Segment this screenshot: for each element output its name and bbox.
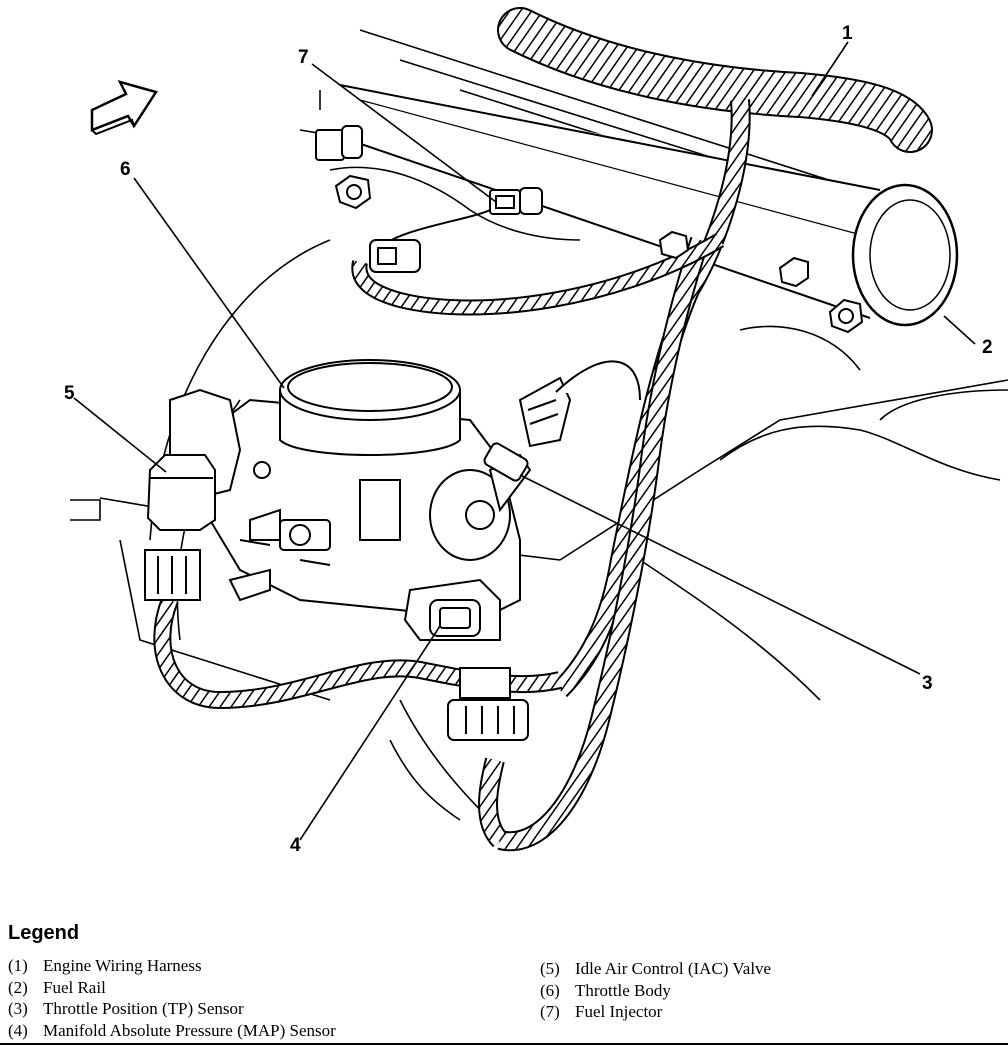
engine-component-diagram bbox=[70, 7, 1008, 852]
legend-item-label: Idle Air Control (IAC) Valve bbox=[575, 959, 772, 978]
legend-title: Legend bbox=[8, 922, 80, 944]
engine-wiring-harness bbox=[153, 7, 933, 852]
fuel-rail bbox=[319, 80, 959, 327]
legend-item-number: (1) bbox=[8, 956, 28, 975]
legend-item: (4) Manifold Absolute Pressure (MAP) Sens… bbox=[8, 1020, 336, 1042]
direction-arrow bbox=[90, 80, 158, 136]
legend-item-label: Manifold Absolute Pressure (MAP) Sensor bbox=[43, 1020, 336, 1040]
legend-item: (3) Throttle Position (TP) Sensor bbox=[8, 998, 336, 1020]
legend-item-label: Fuel Injector bbox=[575, 1002, 663, 1021]
bolt-heads bbox=[334, 174, 864, 334]
callout-label-7: 7 bbox=[298, 47, 309, 68]
legend-item-number: (6) bbox=[540, 980, 560, 1000]
callout-label-4: 4 bbox=[290, 835, 301, 856]
legend-item: (7) Fuel Injector bbox=[540, 1001, 771, 1023]
legend-item: (2) Fuel Rail bbox=[8, 977, 336, 999]
callout-leaders bbox=[73, 41, 976, 841]
legend-item-number: (7) bbox=[540, 1002, 560, 1021]
legend-item: (6) Throttle Body bbox=[540, 980, 771, 1002]
legend-item-number: (2) bbox=[8, 977, 28, 997]
callout-label-5: 5 bbox=[64, 383, 75, 404]
callout-label-3: 3 bbox=[922, 673, 933, 694]
bottom-divider bbox=[0, 1043, 1008, 1045]
legend-item-label: Engine Wiring Harness bbox=[43, 956, 202, 975]
legend-item-number: (5) bbox=[540, 959, 560, 978]
legend-item-label: Throttle Body bbox=[575, 980, 671, 1000]
legend-item-number: (4) bbox=[8, 1020, 28, 1040]
legend-item-label: Throttle Position (TP) Sensor bbox=[43, 999, 244, 1018]
fuel-injector bbox=[315, 125, 543, 273]
map-sensor bbox=[403, 578, 529, 741]
legend-item-number: (3) bbox=[8, 999, 28, 1018]
throttle-position-sensor bbox=[429, 360, 641, 561]
legend-column-right: (5) Idle Air Control (IAC) Valve (6) Throt… bbox=[540, 958, 771, 1023]
legend-column-left: (1) Engine Wiring Harness (2) Fuel Rail (3… bbox=[8, 955, 336, 1041]
legend-item: (5) Idle Air Control (IAC) Valve bbox=[540, 958, 771, 980]
callout-label-6: 6 bbox=[120, 159, 131, 180]
throttle-body bbox=[209, 359, 521, 622]
idle-air-control-valve bbox=[144, 388, 271, 601]
callout-label-1: 1 bbox=[842, 23, 853, 44]
legend-item: (1) Engine Wiring Harness bbox=[8, 955, 336, 977]
callout-label-2: 2 bbox=[982, 337, 993, 358]
legend-item-label: Fuel Rail bbox=[43, 977, 106, 997]
